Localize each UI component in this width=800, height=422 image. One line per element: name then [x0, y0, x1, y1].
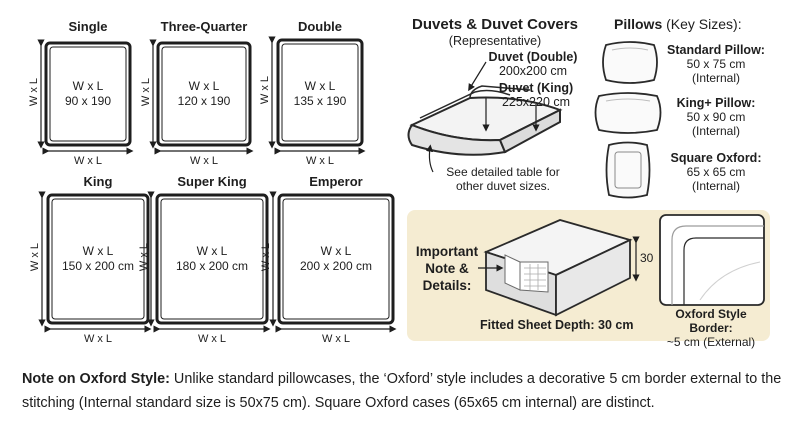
bed-double-side-label: W x L — [259, 75, 271, 105]
bed-three-quarter-wl: W x L — [188, 79, 220, 93]
bed-double-outline — [268, 36, 366, 155]
oxford-style-footnote: Note on Oxford Style: Unlike standard pi… — [22, 367, 782, 415]
pillow-square-oxford-name: Square Oxford: — [670, 151, 762, 165]
bed-title-double: Double — [297, 19, 343, 34]
pillows-title: Pillows — [614, 16, 663, 32]
mattress-depth-value: 30 — [640, 251, 654, 265]
bed-single-bottom-label: W x L — [73, 155, 103, 167]
footnote-body: Unlike standard pillowcases, the ‘Oxford… — [22, 371, 782, 411]
pillow-king-plus-text: King+ Pillow: 50 x 90 cm (Internal) — [664, 96, 768, 138]
pillow-king-plus-note: (Internal) — [691, 124, 741, 138]
pillow-king-plus-name: King+ Pillow: — [676, 96, 756, 110]
bed-king-side-label: W x L — [29, 242, 41, 272]
bed-emperor-bottom-label: W x L — [321, 333, 351, 345]
duvet-king-callout: Duvet (King) 225x220 cm — [486, 81, 586, 109]
oxford-border-value: ~5 cm (External) — [666, 335, 756, 349]
duvet-king-label: Duvet (King) — [498, 81, 574, 95]
bed-super-king-side-label: W x L — [138, 242, 150, 272]
oxford-corner-illustration — [659, 214, 765, 306]
bed-super-king-bottom-label: W x L — [197, 333, 227, 345]
mattress-illustration — [478, 219, 640, 317]
duvet-table-note: See detailed table for other duvet sizes… — [438, 165, 568, 193]
pillow-square-oxford-illustration — [605, 141, 651, 199]
important-line2: Note & — [425, 261, 469, 276]
pillow-standard-size: 50 x 75 cm — [686, 57, 746, 71]
duvet-double-size: 200x200 cm — [498, 64, 568, 78]
footnote-title: Note on Oxford Style: — [22, 371, 170, 387]
bed-three-quarter-outline — [149, 39, 254, 155]
bed-emperor-wl: W x L — [320, 244, 352, 258]
duvet-double-label: Duvet (Double) — [488, 50, 578, 64]
bed-emperor-size: 200 x 200 cm — [299, 259, 373, 273]
oxford-border-label: Oxford Style Border: — [675, 307, 747, 335]
bed-single-size: 90 x 190 — [64, 94, 112, 108]
bed-super-king-size: 180 x 200 cm — [175, 259, 249, 273]
pillow-standard-text: Standard Pillow: 50 x 75 cm (Internal) — [664, 43, 768, 85]
bed-title-emperor: Emperor — [309, 174, 363, 189]
duvet-note-line1: See detailed table for — [446, 165, 560, 179]
duvets-title: Duvets & Duvet Covers — [412, 16, 578, 33]
bed-double-text: W x L 135 x 190 — [282, 79, 358, 109]
pillow-king-plus-size: 50 x 90 cm — [686, 110, 746, 124]
pillows-title-suffix: (Key Sizes): — [666, 16, 742, 32]
bed-title-three-quarter: Three-Quarter — [160, 19, 248, 34]
duvet-king-size: 225x220 cm — [501, 95, 571, 109]
bed-emperor-outline — [269, 191, 397, 333]
bed-super-king-wl: W x L — [196, 244, 228, 258]
bed-title-super-king: Super King — [177, 174, 247, 189]
bed-double-bottom-label: W x L — [305, 155, 335, 167]
bed-double-wl: W x L — [304, 79, 336, 93]
pillow-standard-name: Standard Pillow: — [667, 43, 765, 57]
duvets-subtitle: (Representative) — [448, 34, 542, 48]
bed-king-size: 150 x 200 cm — [61, 259, 135, 273]
pillow-king-plus-illustration — [594, 92, 662, 134]
bed-three-quarter-text: W x L 120 x 190 — [162, 79, 246, 109]
pillow-standard-note: (Internal) — [691, 71, 741, 85]
duvet-double-callout: Duvet (Double) 200x200 cm — [478, 50, 588, 78]
bed-title-single: Single — [68, 19, 108, 34]
bed-single-side-label: W x L — [28, 77, 40, 107]
fitted-sheet-depth-label: Fitted Sheet Depth: 30 cm — [480, 318, 634, 332]
pillow-square-oxford-note: (Internal) — [691, 179, 741, 193]
pillow-square-oxford-text: Square Oxford: 65 x 65 cm (Internal) — [664, 151, 768, 193]
bed-king-wl: W x L — [82, 244, 114, 258]
bed-title-king: King — [83, 174, 113, 189]
duvet-illustration — [407, 61, 563, 173]
bed-emperor-side-label: W x L — [260, 242, 272, 272]
bed-single-wl: W x L — [72, 79, 104, 93]
bed-three-quarter-bottom-label: W x L — [189, 155, 219, 167]
pillows-heading: Pillows (Key Sizes): — [614, 16, 764, 32]
oxford-border-callout: Oxford Style Border: ~5 cm (External) — [652, 307, 770, 349]
pillow-square-oxford-size: 65 x 65 cm — [686, 165, 746, 179]
duvet-note-line2: other duvet sizes. — [455, 179, 551, 193]
bed-emperor-text: W x L 200 x 200 cm — [283, 244, 389, 274]
important-line1: Important — [415, 244, 479, 259]
bed-single-outline — [37, 39, 134, 155]
pillow-standard-illustration — [602, 41, 658, 84]
important-note-heading: Important Note & Details: — [414, 243, 480, 294]
bed-three-quarter-side-label: W x L — [140, 77, 152, 107]
bed-single-text: W x L 90 x 190 — [50, 79, 126, 109]
bed-double-size: 135 x 190 — [293, 94, 347, 108]
bed-king-outline — [38, 191, 152, 333]
bed-king-bottom-label: W x L — [83, 333, 113, 345]
bed-king-text: W x L 150 x 200 cm — [52, 244, 144, 274]
important-line3: Details: — [422, 278, 472, 293]
bed-three-quarter-size: 120 x 190 — [177, 94, 231, 108]
bed-super-king-text: W x L 180 x 200 cm — [161, 244, 263, 274]
bed-super-king-outline — [147, 191, 271, 333]
